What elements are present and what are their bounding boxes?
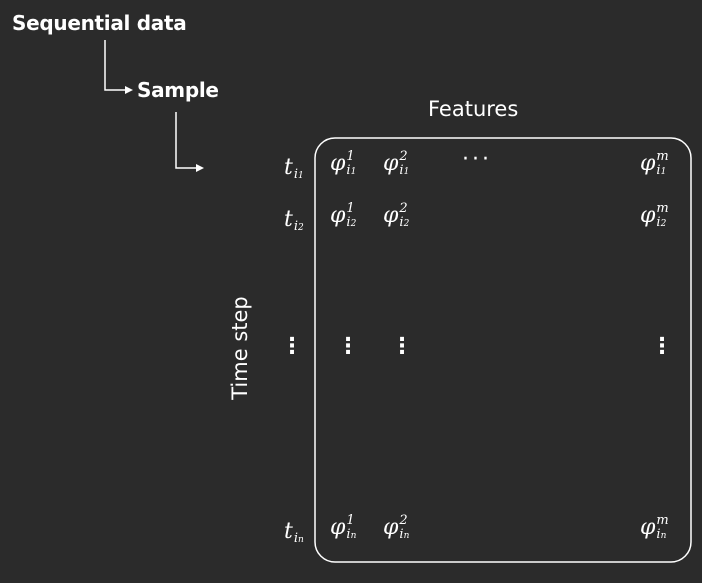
subtitle: Sample [137,78,219,102]
row-label-2: txi2 [284,207,304,234]
vertical-ellipsis-time: ⋮ [281,334,303,359]
time-step-label: Time step [228,296,252,400]
title: Sequential data [12,11,187,35]
vertical-ellipsis-colm: ⋮ [651,334,673,359]
connector-arrow-2 [175,112,196,169]
row-label-n: txin [284,519,304,546]
arrowhead-1 [125,86,133,94]
vertical-ellipsis-col1: ⋮ [337,334,359,359]
arrowhead-2 [196,164,204,172]
vertical-ellipsis-col2: ⋮ [391,334,413,359]
connector-arrow-1 [104,40,125,91]
features-box [314,137,692,563]
horizontal-ellipsis: ··· [462,147,492,172]
row-label-1: txi1 [284,155,304,182]
features-label: Features [428,97,519,121]
